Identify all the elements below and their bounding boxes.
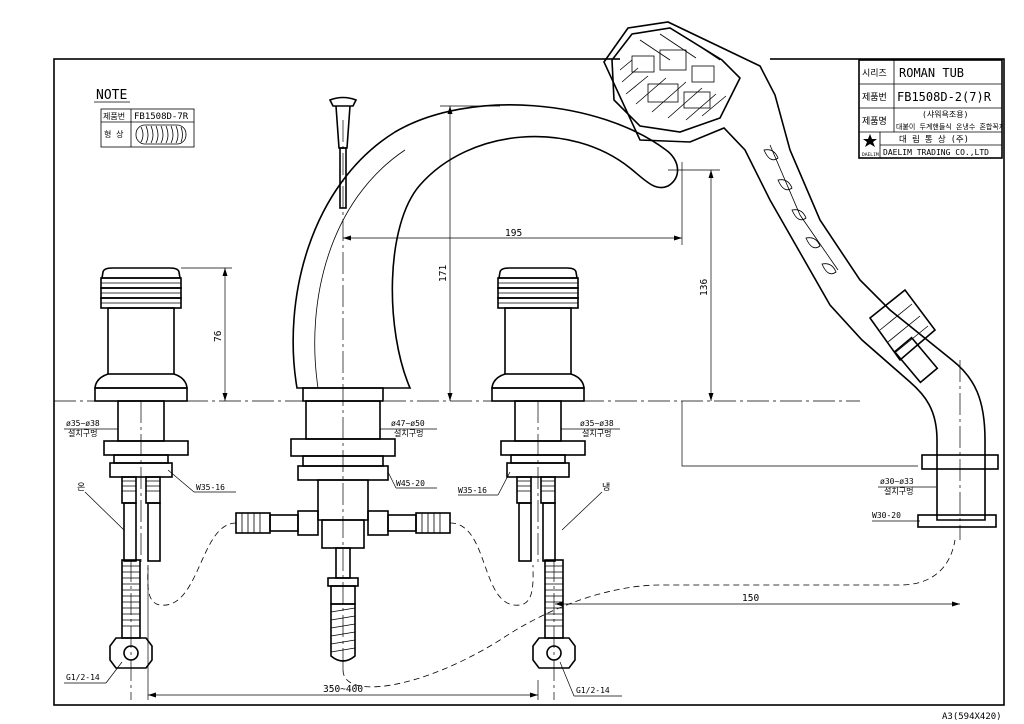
callout-w-center: W45-20 (396, 479, 425, 488)
note-shape-label: 형 상 (104, 129, 124, 139)
dim-handle-height: 76 (213, 330, 224, 342)
note-block: NOTE 제품번 FB1508D-7R 형 상 (94, 88, 195, 148)
callout-left-hole: ø35~ø38 (66, 419, 100, 428)
product-name-label: 제품명 (862, 116, 887, 127)
callout-shower-hole-sub: 설치구멍 (884, 486, 913, 496)
callout-left-hole-sub: 설치구멍 (68, 428, 97, 438)
series-label: 시리즈 (862, 68, 887, 79)
series-value: ROMAN TUB (899, 66, 964, 80)
product-no-value: FB1508D-2(7)R (897, 90, 992, 104)
sheet-size: A3(594X420) (942, 712, 1002, 722)
note-product-no-label: 제품번 (103, 112, 125, 121)
title-block: 시리즈 ROMAN TUB 제품번 FB1508D-2(7)R 제품명 (샤워욕… (858, 59, 1005, 159)
dim-spacing: 350~400 (323, 684, 363, 695)
callout-center-hole: ø47~ø50 (391, 419, 425, 428)
shower-hose-hidden (342, 539, 956, 688)
callout-center-hole-sub: 설치구멍 (394, 428, 423, 438)
callout-right-hole: ø35~ø38 (580, 419, 614, 428)
callout-right-hole-sub: 설치구멍 (582, 428, 611, 438)
callouts: ø35~ø38 설치구멍 ø47~ø50 설치구멍 ø35~ø38 설치구멍 ø… (64, 419, 936, 697)
shower-handle-outline (603, 21, 986, 521)
product-name-line2: 대붙이 두계핸들식 온냉수 혼합꼭지 (896, 122, 1005, 131)
callout-w-left: W35-16 (196, 483, 225, 492)
product-no-label: 제품번 (862, 92, 887, 103)
dimension-lines: 195 171 76 136 150 350~400 (147, 105, 960, 700)
left-supply-tube (109, 559, 153, 700)
spout-body (292, 104, 679, 389)
daelim-star-logo-icon (863, 134, 877, 147)
knurl-pattern-icon (135, 124, 187, 145)
callout-cold: 냉 (602, 482, 610, 493)
note-product-no: FB1508D-7R (134, 112, 189, 122)
left-handle-valve (94, 267, 189, 566)
callout-w-shower: W30-20 (872, 511, 901, 520)
company-kr: 대 림 통 상 (주) (899, 134, 969, 145)
dim-spout-reach: 195 (505, 228, 522, 239)
callout-shower-hole: ø30~ø33 (880, 477, 914, 486)
drawing-frame (53, 58, 1005, 706)
dim-shower-offset: 150 (742, 593, 759, 604)
callout-g-right: G1/2-14 (576, 686, 610, 695)
right-handle-valve (491, 267, 586, 566)
callout-g-left: G1/2-14 (66, 673, 100, 682)
logo-text: DAELIM (862, 152, 879, 158)
note-heading: NOTE (96, 88, 127, 103)
spout-assembly (235, 96, 679, 670)
callout-w-right: W35-16 (458, 486, 487, 495)
product-name-line1: (샤워욕조용) (922, 109, 968, 119)
dim-shower-height: 136 (699, 279, 710, 296)
hot-hose-hidden (147, 522, 237, 606)
diverter-knob (328, 96, 358, 107)
callout-hot: 온 (77, 482, 85, 493)
dim-spout-height: 171 (438, 265, 449, 282)
cold-hose-hidden (449, 522, 534, 606)
company-en: DAELIM TRADING CO.,LTD (883, 148, 989, 157)
right-supply-tube (532, 559, 576, 700)
